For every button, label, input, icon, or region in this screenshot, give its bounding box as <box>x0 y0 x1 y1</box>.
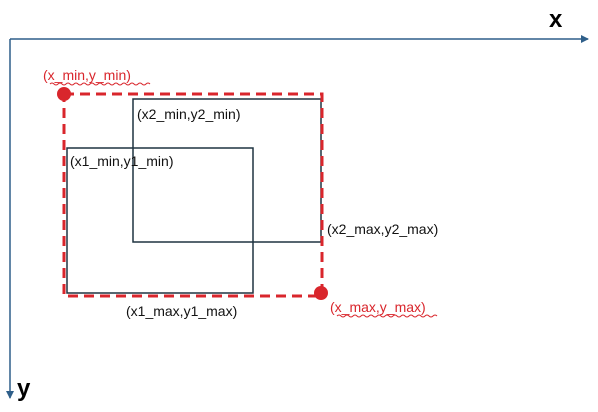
box-2 <box>132 98 322 243</box>
union-top-left-marker <box>57 87 71 101</box>
x-axis-label: x <box>549 6 563 33</box>
box-2-top-left-label: (x2_min,y2_min) <box>137 106 240 122</box>
box-1 <box>66 147 254 294</box>
y-axis-label: y <box>17 375 31 402</box>
union-box <box>62 92 324 298</box>
union-bottom-right-squiggle <box>336 314 438 318</box>
box-1-top-left-label: (x1_min,y1_min) <box>70 153 173 169</box>
box-2-bottom-right-label: (x2_max,y2_max) <box>327 221 438 237</box>
union-top-left-label: (x_min,y_min) <box>43 67 131 83</box>
union-bottom-right-label: (x_max,y_max) <box>330 299 426 315</box>
union-top-left-squiggle <box>49 82 151 86</box>
union-bottom-right-marker <box>314 286 328 300</box>
box-1-bottom-right-label: (x1_max,y1_max) <box>126 303 237 319</box>
